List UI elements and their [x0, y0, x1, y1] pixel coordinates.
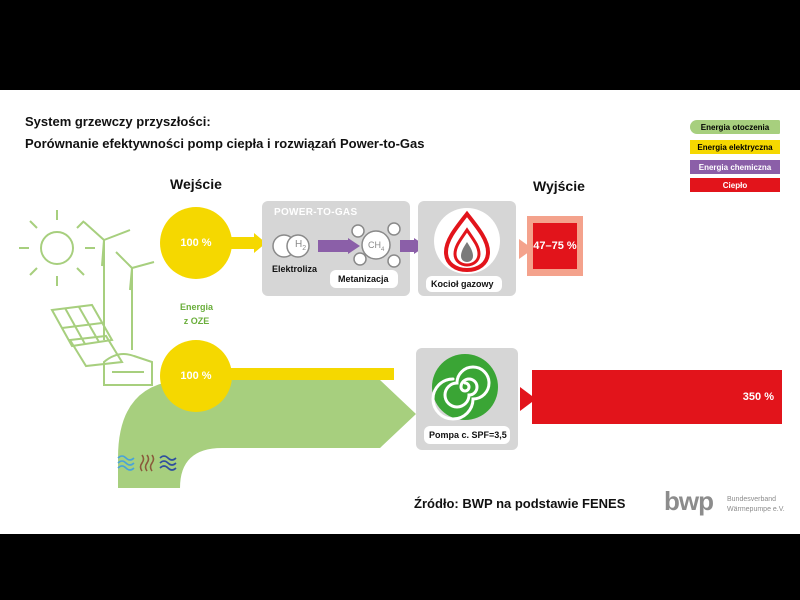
- output-heading: Wyjście: [533, 178, 585, 194]
- top-letterbox-bar: [0, 0, 800, 90]
- ptg-output-box: 47–75 %: [533, 223, 577, 269]
- ch4-molecule-icon: [351, 222, 401, 268]
- methanation-label: Metanizacja: [338, 274, 389, 284]
- ptg-input-percent: 100 %: [180, 237, 212, 249]
- bottom-letterbox-bar: [0, 534, 800, 600]
- heat-pump-spiral-icon: [431, 354, 498, 421]
- legend-electric-energy: Energia elektryczna: [690, 140, 780, 154]
- ptg-heat-arrow: [519, 239, 533, 259]
- hp-input-circle: 100 %: [160, 340, 232, 412]
- h2-formula: H2: [295, 239, 307, 252]
- methanation-label-card: [330, 270, 398, 288]
- solar-panel-icon: [50, 303, 124, 368]
- sun-icon: [19, 210, 95, 286]
- ptg-panel-title: POWER-TO-GAS: [274, 207, 358, 218]
- logo-subtitle-line2: Wärmepumpe e.V.: [727, 506, 785, 513]
- boiler-label-card: [426, 276, 502, 292]
- source-note: Źródło: BWP na podstawie FENES: [414, 496, 626, 511]
- logo-subtitle-line1: Bundesverband: [727, 496, 777, 503]
- legend-heat: Ciepło: [690, 178, 780, 192]
- air-waves-icon: [159, 455, 177, 471]
- ptg-output-percent: 47–75 %: [533, 240, 577, 252]
- wind-turbine-icon: [83, 221, 155, 350]
- h2-molecule-icon: [272, 234, 310, 258]
- ptg-output-outer: 47–75 %: [527, 216, 583, 276]
- pump-label-card: [424, 426, 510, 444]
- chemical-arrow-1: [318, 238, 360, 254]
- electrolysis-label: Elektroliza: [272, 264, 318, 274]
- legend-chemical-energy: Energia chemiczna: [690, 160, 780, 174]
- renewable-energy-illustration: [19, 210, 155, 386]
- gas-boiler-label: Kocioł gazowy: [431, 279, 494, 289]
- water-waves-icon: [117, 455, 135, 471]
- ptg-input-circle: 100 %: [160, 207, 232, 279]
- title-line-1: System grzewczy przyszłości:: [25, 114, 211, 129]
- ch4-formula: CH4: [368, 240, 385, 253]
- renewables-label-line2: z OZE: [183, 316, 210, 326]
- house-icon: [103, 353, 153, 386]
- title-line-2: Porównanie efektywności pomp ciepła i ro…: [25, 136, 425, 151]
- slide: System grzewczy przyszłości: Porównanie …: [0, 90, 800, 534]
- renewables-label: Energia z OZE: [180, 300, 213, 328]
- hp-input-percent: 100 %: [180, 370, 212, 382]
- bwp-logo: bwp: [664, 486, 714, 516]
- hp-output-percent: 350 %: [742, 391, 774, 403]
- hp-output-box: 350 %: [532, 370, 782, 424]
- hp-electric-flow: [218, 368, 394, 380]
- ground-heat-icon: [139, 454, 155, 472]
- gas-flame-icon: [434, 208, 500, 274]
- renewables-label-line1: Energia: [180, 302, 214, 312]
- heat-pump-label: Pompa c. SPF=3,5: [429, 430, 507, 440]
- input-heading: Wejście: [170, 176, 222, 192]
- ambient-sources-icon: [117, 454, 177, 472]
- hp-heat-arrow: [520, 387, 536, 411]
- legend-ambient-energy: Energia otoczenia: [690, 120, 780, 134]
